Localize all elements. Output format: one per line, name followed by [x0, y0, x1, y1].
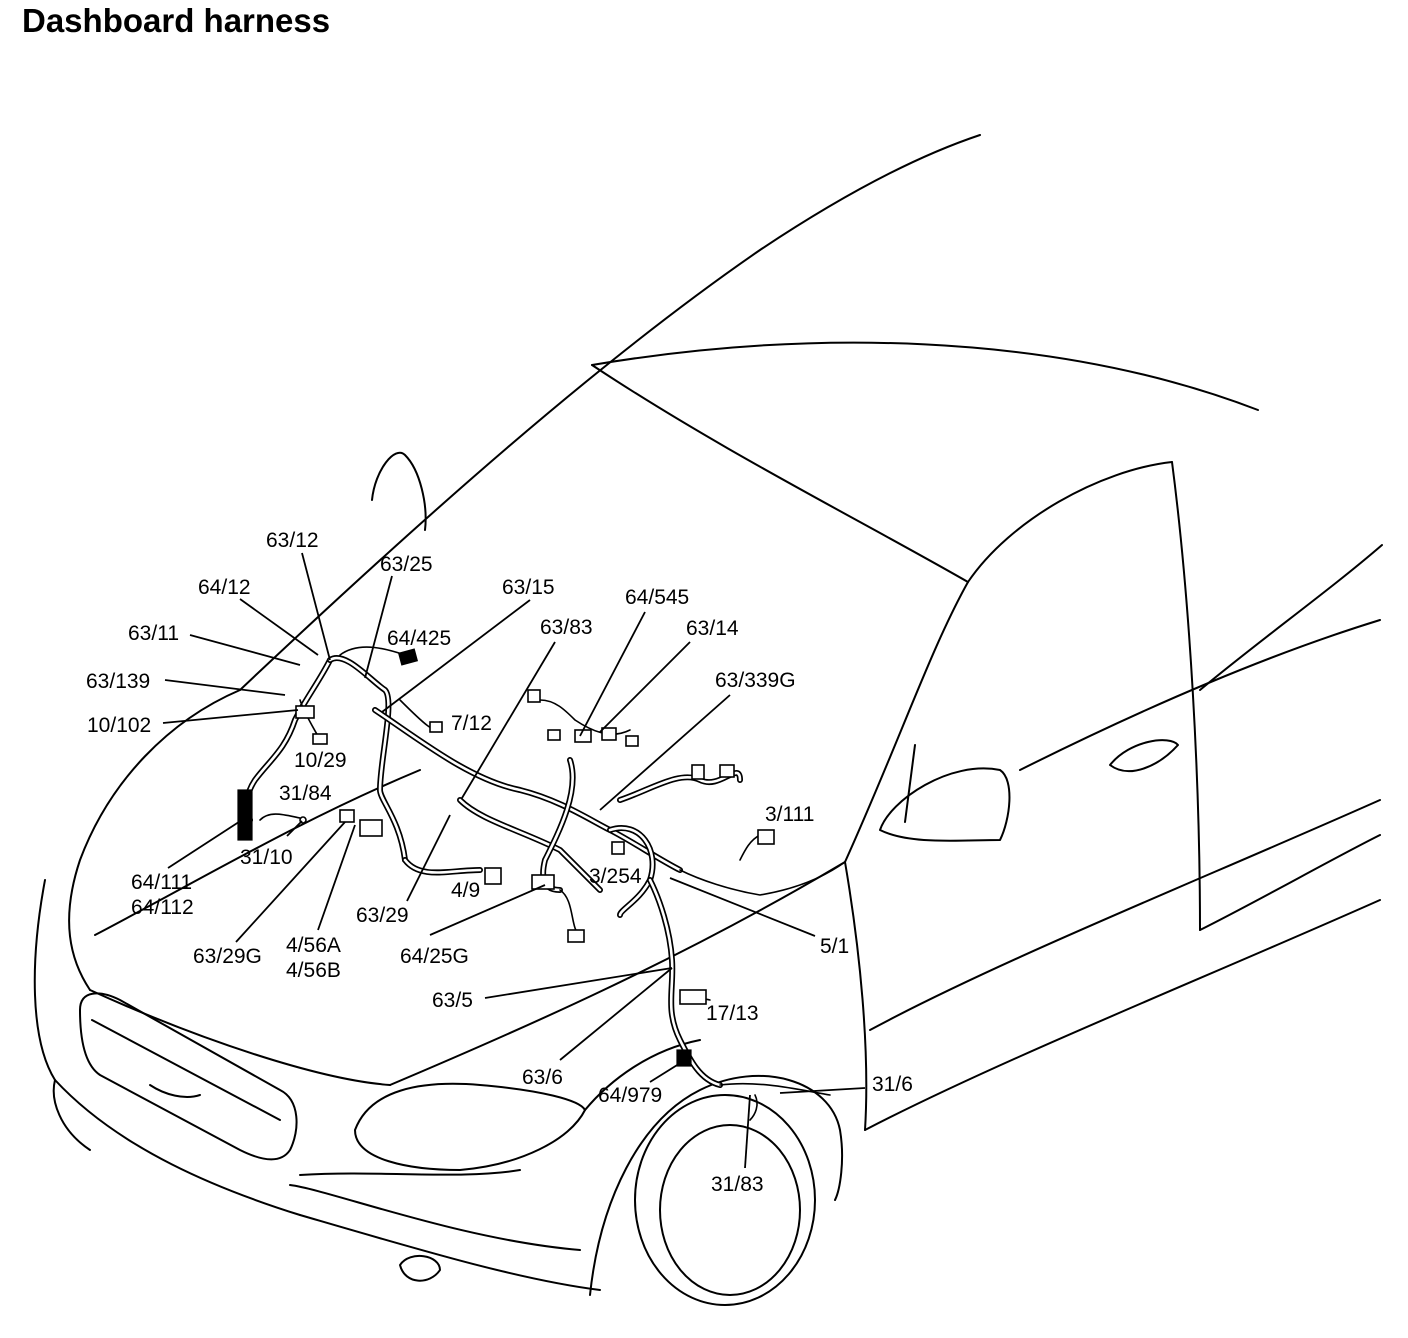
- label-64-112: 64/112: [131, 896, 194, 919]
- diagram-title: Dashboard harness: [22, 2, 331, 39]
- label-63-29: 63/29: [356, 904, 409, 927]
- label-64-545: 64/545: [625, 586, 689, 609]
- label-5-1: 5/1: [820, 935, 849, 958]
- label-7-12: 7/12: [451, 712, 492, 735]
- label-64-425: 64/425: [387, 627, 451, 650]
- car-body-outline: [33, 134, 1383, 1306]
- connector-labels: 63/12 63/25 64/12 63/15 64/545 63/83 63/…: [86, 529, 913, 1196]
- label-3-111: 3/111: [765, 803, 814, 826]
- label-64-25g: 64/25G: [400, 945, 469, 968]
- leader-lines: [162, 552, 866, 1169]
- label-63-339g: 63/339G: [715, 669, 796, 692]
- label-63-6: 63/6: [522, 1066, 563, 1089]
- label-64-111: 64/111: [131, 871, 192, 894]
- label-63-29g: 63/29G: [193, 945, 262, 968]
- label-4-9: 4/9: [451, 879, 480, 902]
- label-63-139: 63/139: [86, 670, 150, 693]
- label-31-10: 31/10: [240, 846, 293, 869]
- connectors: [237, 648, 775, 1067]
- label-63-15: 63/15: [502, 576, 555, 599]
- label-63-12: 63/12: [266, 529, 319, 552]
- label-63-25: 63/25: [380, 553, 433, 576]
- label-10-102: 10/102: [87, 714, 151, 737]
- label-31-6: 31/6: [872, 1073, 913, 1096]
- label-10-29: 10/29: [294, 749, 347, 772]
- label-63-5: 63/5: [432, 989, 473, 1012]
- label-63-83: 63/83: [540, 616, 593, 639]
- label-64-979: 64/979: [598, 1084, 662, 1107]
- label-63-14: 63/14: [686, 617, 739, 640]
- label-64-12: 64/12: [198, 576, 251, 599]
- label-17-13: 17/13: [706, 1002, 759, 1025]
- label-3-254: 3/254: [589, 865, 642, 888]
- label-31-83: 31/83: [711, 1173, 764, 1196]
- label-63-11: 63/11: [128, 622, 179, 645]
- label-4-56b: 4/56B: [286, 959, 341, 982]
- label-4-56a: 4/56A: [286, 934, 341, 957]
- label-31-84: 31/84: [279, 782, 332, 805]
